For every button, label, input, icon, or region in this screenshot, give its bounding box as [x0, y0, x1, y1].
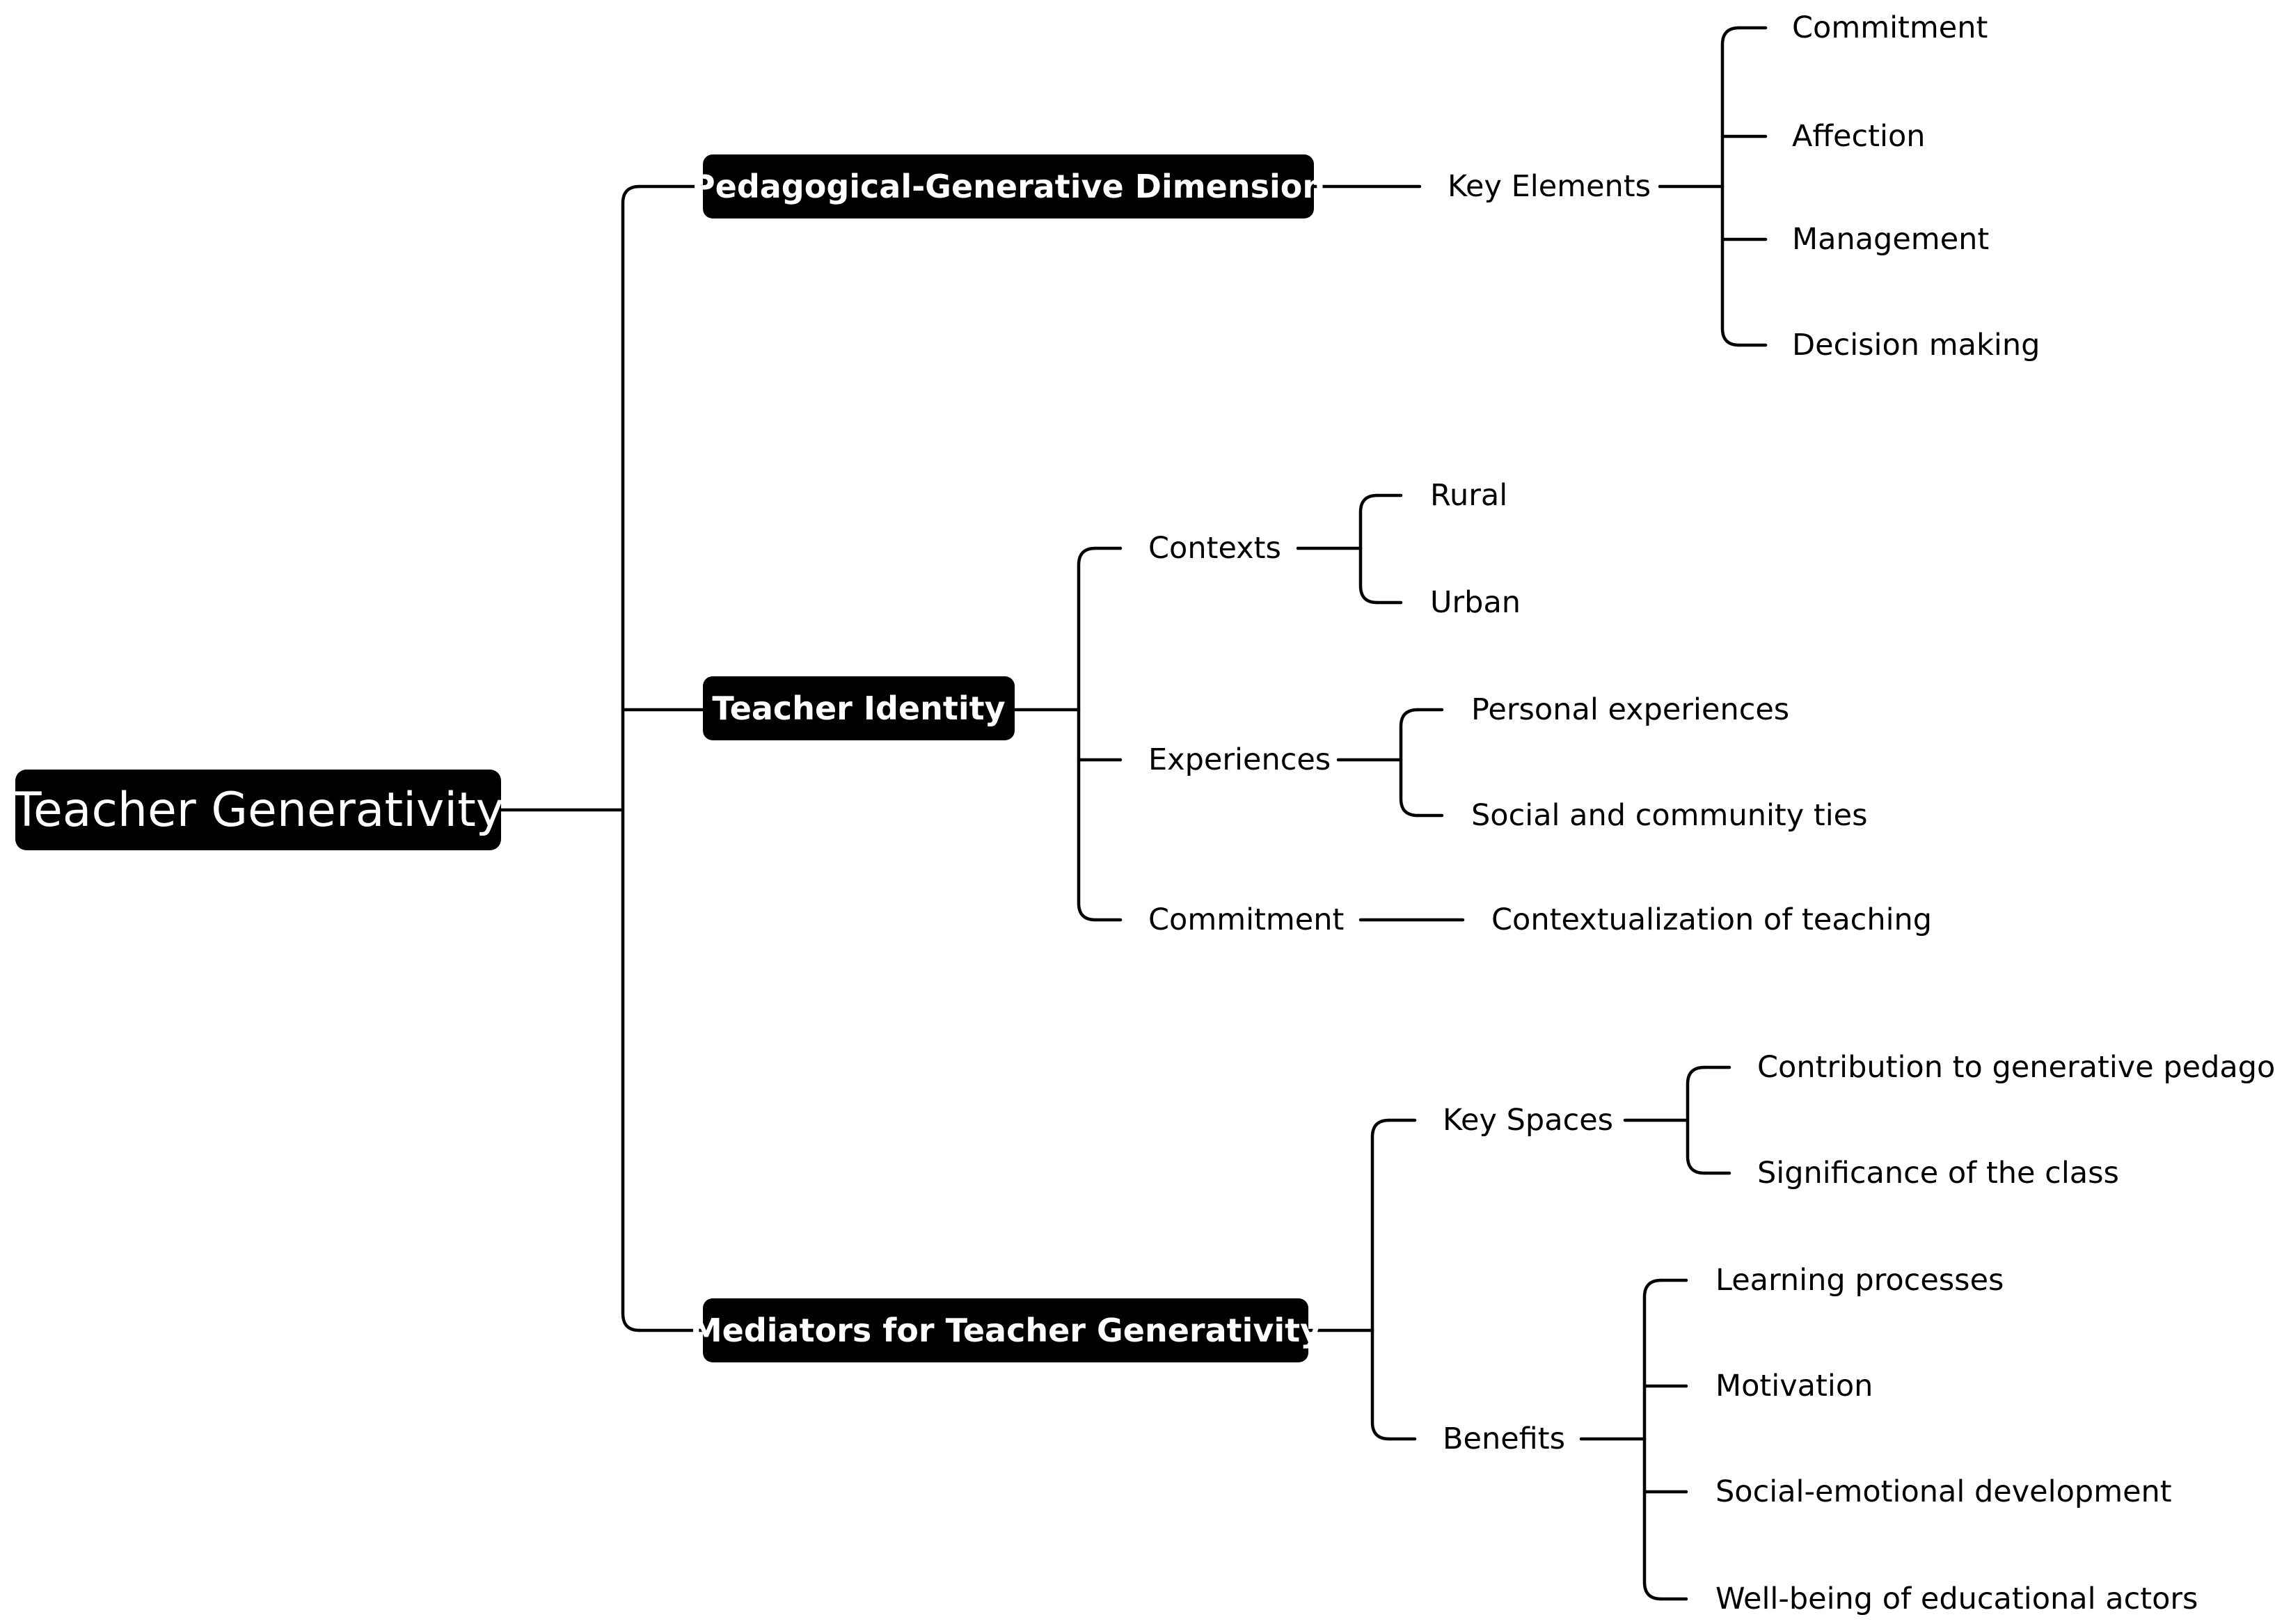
node-significance-of-the-class[interactable]: Significance of the class — [1757, 1156, 2119, 1191]
node-social-emotional-development[interactable]: Social-emotional development — [1715, 1474, 2172, 1509]
node-benefits[interactable]: Benefits — [1443, 1422, 1566, 1456]
node-contextualization-of-teaching[interactable]: Contextualization of teaching — [1491, 902, 1933, 937]
node-rural[interactable]: Rural — [1430, 478, 1508, 513]
branch-mediators-for-teacher-generativity[interactable]: Mediators for Teacher Generativity — [690, 1298, 1321, 1362]
node-management[interactable]: Management — [1792, 222, 1990, 257]
node-personal-experiences[interactable]: Personal experiences — [1471, 692, 1790, 727]
node-contexts[interactable]: Contexts — [1148, 531, 1281, 566]
node-experiences[interactable]: Experiences — [1148, 742, 1331, 777]
node-motivation[interactable]: Motivation — [1715, 1369, 1873, 1403]
node-social-and-community-ties[interactable]: Social and community ties — [1471, 798, 1868, 833]
connector-key-spaces-spine — [1686, 1065, 1706, 1175]
connector-experiences-spine — [1399, 708, 1420, 818]
connector-root-spine — [621, 184, 642, 1332]
connector-branch3-spine — [1370, 1118, 1391, 1441]
node-commitment[interactable]: Commitment — [1792, 10, 1988, 45]
branch-pedagogical-generative-dimension[interactable]: Pedagogical-Generative Dimension — [692, 154, 1325, 218]
node-key-spaces[interactable]: Key Spaces — [1443, 1103, 1614, 1138]
branch-teacher-identity[interactable]: Teacher Identity — [703, 676, 1015, 740]
node-contribution-to-generative-pedagogy[interactable]: Contribution to generative pedagogy — [1757, 1050, 2275, 1085]
connector-key-elements-spine — [1720, 26, 1741, 347]
node-identity-commitment[interactable]: Commitment — [1148, 902, 1345, 937]
connector-contexts-spine — [1358, 493, 1379, 605]
node-affection[interactable]: Affection — [1792, 119, 1926, 154]
root-node[interactable]: Teacher Generativity — [13, 770, 504, 850]
connector-benefits-spine — [1642, 1278, 1663, 1601]
connector-branch2-spine — [1077, 546, 1097, 922]
node-learning-processes[interactable]: Learning processes — [1715, 1263, 2004, 1298]
node-decision-making[interactable]: Decision making — [1792, 328, 2040, 363]
node-urban[interactable]: Urban — [1430, 585, 1521, 620]
node-well-being-of-educational-actors[interactable]: Well-being of educational actors — [1715, 1582, 2198, 1616]
node-key-elements[interactable]: Key Elements — [1448, 169, 1651, 204]
